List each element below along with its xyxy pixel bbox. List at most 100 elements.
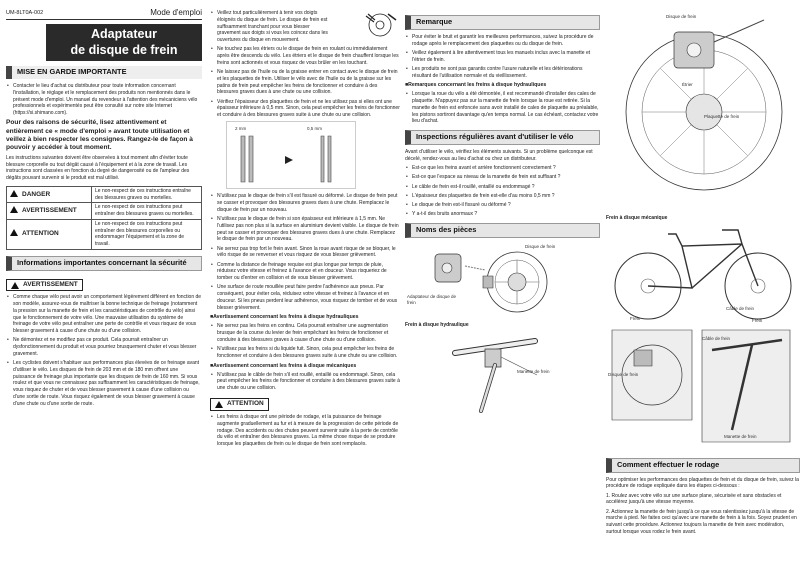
- label-disque: Disque de frein: [525, 243, 556, 249]
- list-item: Les cyclistes doivent s'habituer aux per…: [6, 360, 202, 407]
- warning-key: ATTENTION: [22, 230, 59, 238]
- list-item: Est-ce que l'espace au niveau de la mane…: [405, 174, 600, 181]
- list-item: Comme chaque vélo peut avoir un comporte…: [6, 294, 202, 335]
- rodage-step: 1. Roulez avec votre vélo sur une surfac…: [606, 492, 782, 506]
- subheading-hydraulic: ■Avertissement concernant les freins à d…: [210, 314, 359, 321]
- list-item: Vérifiez l'épaisseur des plaquettes de f…: [210, 99, 400, 119]
- list-item: Comme la distance de freinage requise es…: [210, 262, 400, 282]
- list-hydraulic: Ne serrez pas les freins en continu. Cel…: [210, 323, 400, 359]
- list-item: Le disque de frein est-il fissuré ou déf…: [405, 202, 600, 209]
- title-line-1: Adaptateur: [91, 27, 157, 41]
- warning-triangle-icon: [10, 189, 18, 197]
- title-line-2: de disque de frein: [70, 42, 178, 57]
- avert-list: Comme chaque vélo peut avoir un comporte…: [6, 294, 202, 407]
- label-etrier: Étrier: [682, 82, 693, 87]
- badge-avertissement: AVERTISSEMENT: [6, 278, 83, 292]
- column-4: Disque de frein Étrier Plaquette de frei…: [606, 10, 800, 538]
- section-mise-en-garde: MISE EN GARDE IMPORTANTE: [6, 66, 202, 80]
- list-item: Veillez également à lire attentivement t…: [405, 50, 600, 64]
- pad-thickness-icon: [227, 122, 357, 190]
- label-disque-2: Disque de frein: [608, 371, 639, 377]
- bicycle-figure: Câble de frein Frein Frein Câble de frei…: [606, 222, 800, 454]
- caption-hydraulique: Frein à disque hydraulique: [405, 321, 469, 328]
- rodage-paragraph: Pour optimiser les performances des plaq…: [606, 476, 799, 490]
- list-item: Une surface de route mouillée peut faire…: [210, 284, 400, 311]
- page-header: UM-8LT0A-002 Mode d'emploi: [6, 8, 202, 20]
- section-inspections: Inspections régulières avant d'utiliser …: [405, 130, 600, 146]
- warning-triangle-icon: [11, 281, 19, 289]
- list-item: Contacter le lieu d'achat ou distributeu…: [6, 83, 202, 117]
- list-item: Les freins à disque ont une période de r…: [210, 414, 400, 448]
- list-item: N'utilisez pas le câble de frein s'il es…: [210, 372, 400, 392]
- contact-list: Contacter le lieu d'achat ou distributeu…: [6, 83, 202, 117]
- list-item: Ne serrez pas trop fort le frein avant. …: [210, 246, 400, 260]
- list-item: Le câble de frein est-il rouillé, entail…: [405, 184, 600, 191]
- figure-label: 0,5 mm: [307, 126, 323, 132]
- list-item: Les produits ne sont pas garantis contre…: [405, 66, 600, 80]
- mechanical-disc-brake-icon: [614, 12, 794, 202]
- list-item: N'utilisez pas le disque de frein si son…: [210, 216, 400, 243]
- warning-triangle-icon: [10, 206, 18, 214]
- warning-text: Le non-respect de ces instructions peut …: [91, 218, 202, 250]
- column-2: Veillez tout particulièrement à tenir vo…: [210, 10, 400, 450]
- disc-brake-adapter-icon: [425, 246, 565, 318]
- list-remarque-hydraulic: Lorsque la roue du vélo a été démontée, …: [405, 91, 600, 125]
- section-info-securite: Informations importantes concernant la s…: [6, 255, 202, 271]
- list-item: N'utilisez pas les freins si du liquide …: [210, 346, 400, 360]
- table-row: DANGER Le non-respect de ces instruction…: [6, 185, 202, 204]
- column-1: UM-8LT0A-002 Mode d'emploi Adaptateur de…: [6, 0, 202, 410]
- label-plaquette: Plaquette de frein: [704, 114, 740, 119]
- list-mid: N'utilisez pas le disque de frein s'il e…: [210, 193, 400, 311]
- list-attention: Les freins à disque ont une période de r…: [210, 414, 400, 448]
- inspection-paragraph: Avant d'utiliser le vélo, vérifiez les é…: [405, 149, 593, 162]
- warning-triangle-icon: [215, 401, 223, 409]
- list-item: Ne touchez pas les étriers ou le disque …: [210, 46, 400, 66]
- label-manette: Manette de frein: [517, 368, 550, 374]
- table-row: AVERTISSEMENT Le non-respect de ces inst…: [6, 202, 202, 220]
- inspection-list: Est-ce que les freins avant et arrière f…: [405, 165, 600, 218]
- badge-label: ATTENTION: [227, 400, 264, 408]
- list-item: Est-ce que les freins avant et arrière f…: [405, 165, 600, 172]
- list-item: Y a-t-il des bruits anormaux ?: [405, 211, 600, 218]
- list-item: Ne laissez pas de l'huile ou de la grais…: [210, 69, 400, 96]
- instructions-paragraph: Les instructions suivantes doivent être …: [6, 154, 190, 182]
- safety-reasons-text: Pour des raisons de sécurité, lisez atte…: [6, 119, 193, 152]
- section-rodage: Comment effectuer le rodage: [606, 457, 800, 473]
- subheading-remarque-hydraulic: ■Remarques concernant les freins à disqu…: [405, 82, 547, 89]
- bicycle-icon: [610, 224, 795, 324]
- list-top-2: Ne touchez pas les étriers ou le disque …: [210, 46, 400, 119]
- subheading-mechanical: ■Avertissement concernant les freins à d…: [210, 362, 357, 369]
- warning-levels-table: DANGER Le non-respect de ces instruction…: [6, 185, 202, 250]
- label-disque-top: Disque de frein: [666, 14, 697, 19]
- label-frein: Frein: [630, 315, 641, 321]
- label-cable: Câble de frein: [726, 305, 755, 311]
- brake-closeup-icon: [612, 330, 792, 448]
- list-item: Lorsque la roue du vélo a été démontée, …: [405, 91, 600, 125]
- column-3: Remarque Pour éviter le bruit et garanti…: [405, 10, 600, 419]
- list-item: Ne démontez et ne modifiez pas ce produi…: [6, 337, 202, 357]
- table-row: ATTENTION Le non-respect de ces instruct…: [6, 218, 202, 250]
- mechanical-disc-figure: Disque de frein Étrier Plaquette de frei…: [606, 10, 800, 215]
- warning-text: Le non-respect de ces instructions entra…: [91, 185, 202, 204]
- warning-text: Le non-respect de ces instructions peut …: [91, 202, 202, 220]
- brake-lever-figure: Manette de frein: [405, 329, 600, 419]
- section-remarque: Remarque: [405, 15, 600, 30]
- finger-disc-illustration: [360, 10, 400, 40]
- pad-thickness-figure: 2 mm 0,5 mm: [226, 121, 357, 190]
- manual-type: Mode d'emploi: [150, 8, 202, 18]
- list-mechanical: N'utilisez pas le câble de frein s'il es…: [210, 372, 400, 392]
- caption-mecanique: Frein à disque mécanique: [606, 215, 668, 221]
- badge-label: AVERTISSEMENT: [23, 280, 78, 288]
- rodage-step: 2. Actionnez la manette de frein jusqu'à…: [606, 508, 797, 535]
- page-title: Adaptateur de disque de frein: [46, 24, 202, 62]
- brake-lever-icon: [445, 335, 555, 415]
- model-number: UM-8LT0A-002: [6, 9, 44, 16]
- label-adaptateur: Adaptateur de disque de frein: [407, 293, 457, 305]
- badge-attention: ATTENTION: [210, 398, 269, 412]
- label-frein-2: Frein: [752, 317, 763, 323]
- list-item: Veillez tout particulièrement à tenir vo…: [210, 10, 330, 44]
- warning-key: AVERTISSEMENT: [22, 207, 77, 215]
- list-remarque: Pour éviter le bruit et garantir les mei…: [405, 34, 600, 80]
- list-item: L'épaisseur des plaquettes de frein est-…: [405, 193, 600, 200]
- list-item: Pour éviter le bruit et garantir les mei…: [405, 34, 600, 48]
